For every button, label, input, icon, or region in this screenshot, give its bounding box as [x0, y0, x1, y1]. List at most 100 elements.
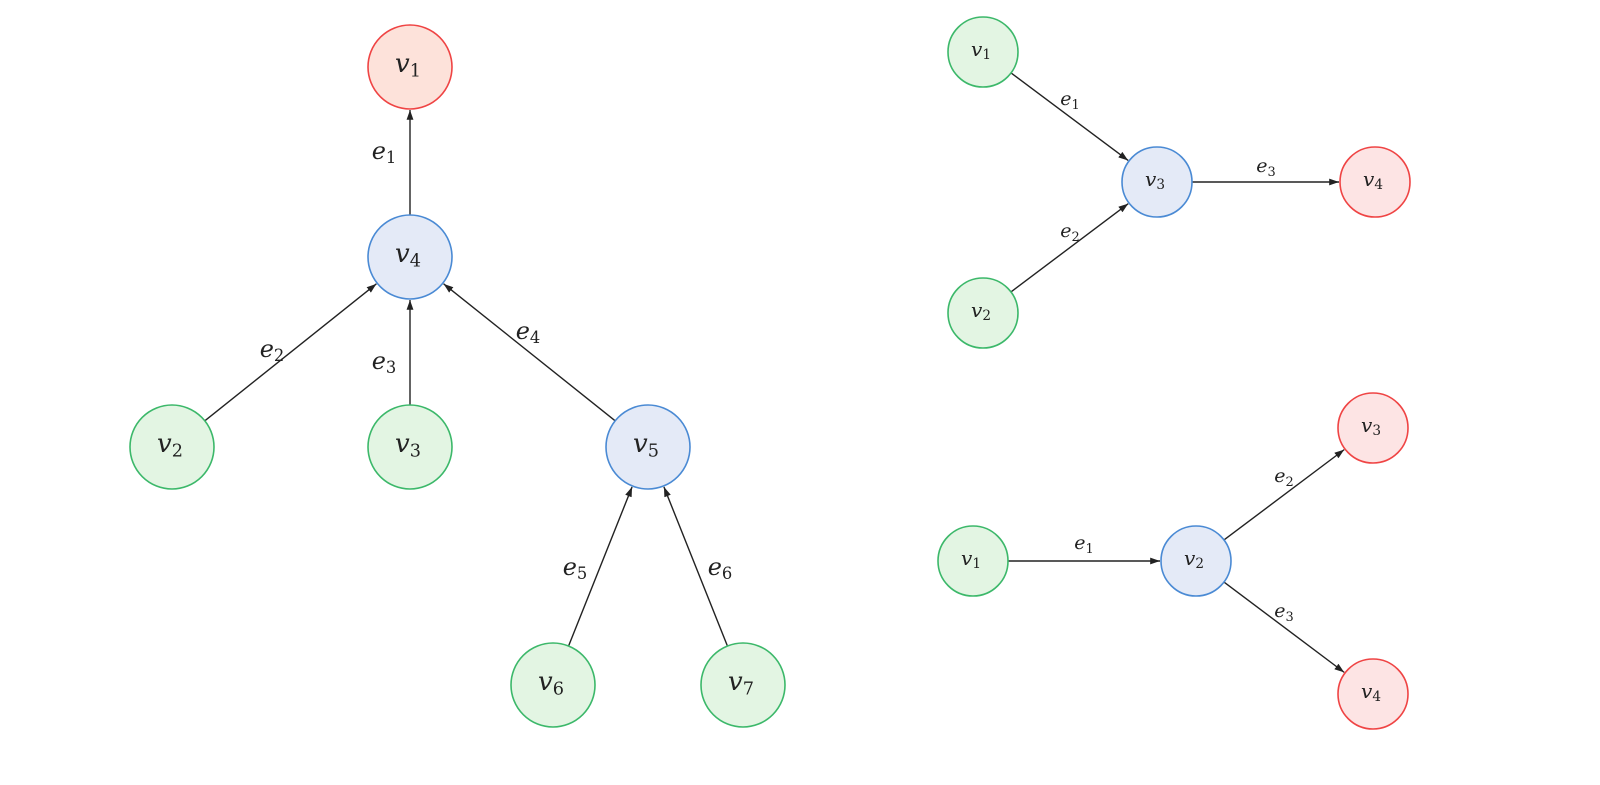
- node-v3: v3: [1337, 392, 1409, 464]
- node-label-v7: v7: [728, 667, 754, 700]
- node-label-v1: v1: [395, 49, 421, 82]
- node-circle: [937, 525, 1009, 597]
- node-circle: [1160, 525, 1232, 597]
- node-label-v3-base: v: [1361, 413, 1373, 437]
- node-label-v2-subscript: 2: [1195, 556, 1204, 572]
- edge-v7-v5: [663, 486, 729, 647]
- node-label-v3: v3: [1361, 413, 1381, 439]
- edge-label-e1-subscript: 1: [1072, 97, 1080, 112]
- node-label-v3-subscript: 3: [1156, 177, 1165, 193]
- node-v1: v1: [947, 16, 1019, 88]
- node-circle: [510, 642, 596, 728]
- node-label-v6-base: v: [538, 667, 553, 697]
- node-circle: [1337, 658, 1409, 730]
- node-label-v2-subscript: 2: [172, 442, 183, 462]
- node-v1: v1: [367, 24, 453, 110]
- node-label-v1-subscript: 1: [972, 556, 981, 572]
- node-v7: v7: [700, 642, 786, 728]
- node-label-v3-base: v: [395, 429, 410, 459]
- edge-label-e1: e1: [1074, 532, 1093, 556]
- node-v4: v4: [1339, 146, 1411, 218]
- edge-label-e3-base: e: [1274, 600, 1285, 622]
- node-label-v4-base: v: [1361, 679, 1373, 703]
- node-label-v5-subscript: 5: [648, 442, 659, 462]
- node-label-v4-subscript: 4: [1372, 689, 1381, 705]
- edge-v2-v3: [1010, 203, 1129, 293]
- edge-label-e2-base: e: [1060, 220, 1071, 242]
- node-label-v3: v3: [395, 429, 421, 462]
- edge-v5-v4: [443, 283, 616, 422]
- edge-v2-v4: [1223, 581, 1345, 673]
- node-label-v6: v6: [538, 667, 564, 700]
- edge-label-e1-base: e: [1060, 88, 1071, 110]
- edge-label-e4: e4: [516, 317, 541, 347]
- node-label-v3: v3: [1145, 167, 1165, 193]
- node-label-v1: v1: [961, 546, 981, 572]
- edge-label-e5-base: e: [563, 553, 577, 581]
- edge-label-e5-subscript: 5: [577, 564, 587, 583]
- node-label-v2: v2: [971, 298, 991, 324]
- edge-label-e1-base: e: [372, 137, 386, 165]
- node-label-v7-subscript: 7: [743, 680, 754, 700]
- node-circle: [947, 16, 1019, 88]
- node-label-v4: v4: [1361, 679, 1381, 705]
- edge-label-e6: e6: [708, 553, 733, 583]
- node-circle: [367, 214, 453, 300]
- node-label-v1-base: v: [961, 546, 973, 570]
- node-label-v6-subscript: 6: [553, 680, 564, 700]
- edge-label-e2-base: e: [1274, 465, 1285, 487]
- node-circle: [947, 277, 1019, 349]
- edge-label-e1-subscript: 1: [386, 148, 396, 167]
- edge-v6-v5: [567, 486, 633, 647]
- edge-v1-v3: [1010, 72, 1129, 162]
- edge-label-e2-subscript: 2: [274, 346, 284, 365]
- edge-label-e1: e1: [1060, 88, 1079, 112]
- node-label-v2: v2: [157, 429, 183, 462]
- edge-label-e1: e1: [372, 137, 397, 167]
- edge-v2-v3: [1223, 449, 1345, 541]
- node-circle: [700, 642, 786, 728]
- node-circle: [605, 404, 691, 490]
- node-circle: [129, 404, 215, 490]
- node-label-v4: v4: [1363, 167, 1383, 193]
- node-label-v4-base: v: [1363, 167, 1375, 191]
- node-v3: v3: [1121, 146, 1193, 218]
- node-v2: v2: [129, 404, 215, 490]
- node-label-v4: v4: [395, 239, 421, 272]
- node-label-v1-subscript: 1: [410, 62, 421, 82]
- edge-label-e1-subscript: 1: [1086, 541, 1094, 556]
- node-label-v1-base: v: [395, 49, 410, 79]
- node-label-v5: v5: [633, 429, 659, 462]
- node-label-v2-base: v: [157, 429, 172, 459]
- edge-label-e2-subscript: 2: [1286, 474, 1294, 489]
- node-label-v1-subscript: 1: [982, 47, 991, 63]
- edge-label-e3: e3: [1256, 155, 1275, 179]
- node-label-v1: v1: [971, 37, 991, 63]
- edge-label-e3-base: e: [1256, 155, 1267, 177]
- edge-label-e6-base: e: [708, 553, 722, 581]
- node-v2: v2: [947, 277, 1019, 349]
- node-circle: [367, 24, 453, 110]
- node-label-v4-base: v: [395, 239, 410, 269]
- edge-label-e2: e2: [1060, 220, 1079, 244]
- edge-v2-v4: [204, 283, 377, 422]
- edge-label-e2: e2: [260, 335, 285, 365]
- node-label-v2: v2: [1184, 546, 1204, 572]
- edge-label-e4-base: e: [516, 317, 530, 345]
- node-v6: v6: [510, 642, 596, 728]
- node-label-v5-base: v: [633, 429, 648, 459]
- edge-label-e3-subscript: 3: [386, 358, 396, 377]
- node-v5: v5: [605, 404, 691, 490]
- edge-label-e3-base: e: [372, 347, 386, 375]
- node-v3: v3: [367, 404, 453, 490]
- edge-label-e3: e3: [1274, 600, 1293, 624]
- node-circle: [1121, 146, 1193, 218]
- node-v2: v2: [1160, 525, 1232, 597]
- node-v1: v1: [937, 525, 1009, 597]
- node-circle: [367, 404, 453, 490]
- node-label-v4-subscript: 4: [410, 252, 421, 272]
